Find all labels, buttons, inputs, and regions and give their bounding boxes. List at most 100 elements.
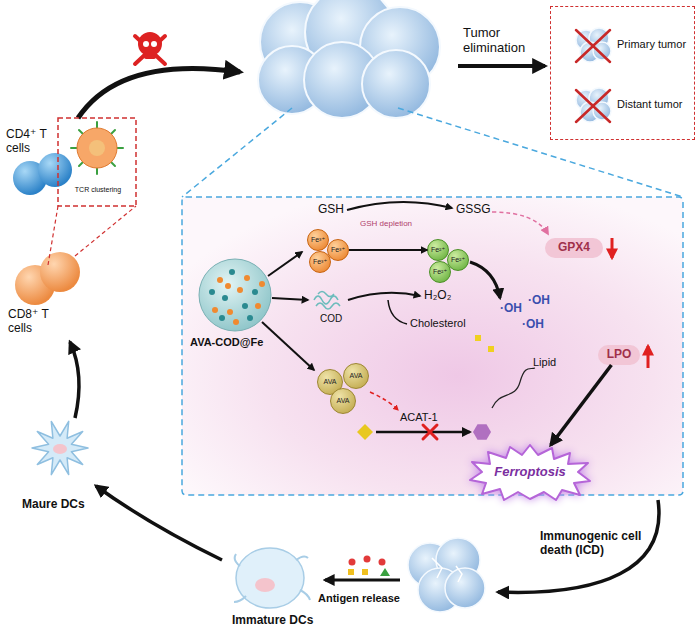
- label-text: Lipid: [533, 356, 556, 369]
- eliminated-tumors: [576, 28, 611, 122]
- nanoparticle: [247, 315, 253, 321]
- nanoparticle: [199, 259, 271, 331]
- t-cells: [13, 153, 80, 305]
- label-text: GSSG: [456, 203, 491, 217]
- label-text: GSH depletion: [360, 219, 412, 228]
- mature-dc: [32, 421, 88, 474]
- block-cross: [423, 425, 437, 439]
- cholesterol-arrow: [388, 300, 407, 324]
- dying-tumor: [408, 538, 485, 612]
- release-arrows: [272, 298, 308, 300]
- nanoparticle: [212, 307, 218, 313]
- star-shape: [470, 445, 590, 500]
- attack-arrow: [78, 68, 240, 118]
- tcr-callout: [77, 128, 117, 168]
- tcr-callout: [117, 147, 123, 149]
- nanoparticle: [225, 283, 231, 289]
- label-text: Cholesterol: [410, 317, 466, 330]
- tcr-callout: [75, 206, 136, 256]
- immature-dc: [234, 548, 310, 608]
- antigen-particles: [379, 559, 386, 566]
- label-text: CD4⁺ T cells: [6, 128, 58, 156]
- skull-icon: [135, 32, 165, 64]
- label-text: GSH: [318, 203, 344, 217]
- block-cross: [423, 425, 437, 439]
- immature-dc: [236, 548, 304, 608]
- connector-arrow: [349, 249, 427, 251]
- node-text: AVA: [324, 378, 337, 386]
- skull-icon: [143, 41, 149, 47]
- label-text: Antigen release: [318, 592, 400, 605]
- antigen-particles: [364, 556, 371, 563]
- block-cross: [423, 425, 437, 439]
- release-arrows: [262, 252, 314, 370]
- eliminated-tumors: [576, 30, 610, 62]
- iron-ball: Fe³⁺: [307, 229, 329, 251]
- node-text: Fe³⁺: [313, 258, 327, 266]
- up-arrow: [647, 346, 650, 368]
- nanoparticle: [259, 281, 265, 287]
- dying-tumor: [445, 568, 485, 608]
- mechanism-panel: [182, 197, 683, 495]
- node-text: LPO: [607, 348, 632, 361]
- eliminated-tumors: [576, 30, 610, 122]
- cholesterol-dots: [475, 335, 481, 341]
- connector-arrow: [551, 365, 612, 445]
- tcr-callout: [96, 168, 98, 174]
- activation-arrow: [70, 342, 79, 418]
- eliminated-tumors: [576, 28, 611, 122]
- tcr-callout: [71, 122, 123, 174]
- cod-arrow: [348, 293, 420, 300]
- substrate-diamond: [357, 424, 373, 440]
- drug-ball: AVA: [343, 363, 369, 389]
- mature-dc: [32, 421, 88, 474]
- icd-arrow: [498, 500, 659, 592]
- gssg-arrow: [492, 212, 548, 234]
- iron-ball: Fe²⁺: [429, 261, 451, 283]
- tcr-callout: [96, 122, 98, 128]
- marker-pill: GPX4: [545, 238, 603, 258]
- nanoparticle: [209, 269, 258, 321]
- nanoparticle: [242, 303, 248, 309]
- nanoparticle: [229, 269, 235, 275]
- product-hexagon: [473, 424, 491, 440]
- release-arrows: [268, 252, 302, 276]
- nanoparticle: [252, 289, 258, 295]
- nanoparticle: [255, 303, 261, 309]
- t-cells: [38, 153, 72, 187]
- zoom-lines: [182, 108, 292, 197]
- nanoparticle: [233, 319, 239, 325]
- node-text: Fe²⁺: [451, 256, 465, 264]
- label-text: H₂O₂: [424, 289, 451, 303]
- lipid-chain: [492, 368, 535, 408]
- node-text: Fe²⁺: [433, 268, 447, 276]
- tcr-callout: [79, 130, 83, 134]
- iron-ball: Fe³⁺: [309, 251, 331, 273]
- label-text: CD8⁺ T cells: [8, 308, 60, 336]
- label-text: TCR clustering: [58, 186, 138, 194]
- label-text: ·OH: [500, 302, 522, 316]
- result-box: Primary tumorDistant tumor: [550, 6, 695, 140]
- label-text: ·OH: [522, 318, 544, 332]
- nanoparticle: [244, 275, 250, 281]
- label-text: Immunogenic cell death (ICD): [540, 530, 645, 558]
- nanoparticle: [227, 309, 233, 315]
- label-text: Immature DCs: [232, 614, 313, 628]
- tcr-callout: [48, 206, 58, 265]
- node-text: Primary tumor: [617, 38, 686, 50]
- node-text: AVA: [337, 397, 350, 405]
- antigen-particles: [349, 559, 356, 566]
- fenton-arrow: [470, 262, 500, 298]
- zoom-lines: [398, 108, 683, 197]
- tcr-callout: [89, 140, 105, 156]
- dying-tumor: [408, 538, 485, 612]
- immature-dc: [255, 578, 275, 592]
- tumor-mass: [258, 0, 440, 118]
- antigen-particles: [348, 569, 354, 575]
- nanoparticle: [237, 287, 243, 293]
- skull-icon: [144, 50, 156, 59]
- nanoparticle: [212, 275, 265, 325]
- eliminated-tumors: [576, 30, 610, 62]
- label-text: ·OH: [528, 294, 550, 308]
